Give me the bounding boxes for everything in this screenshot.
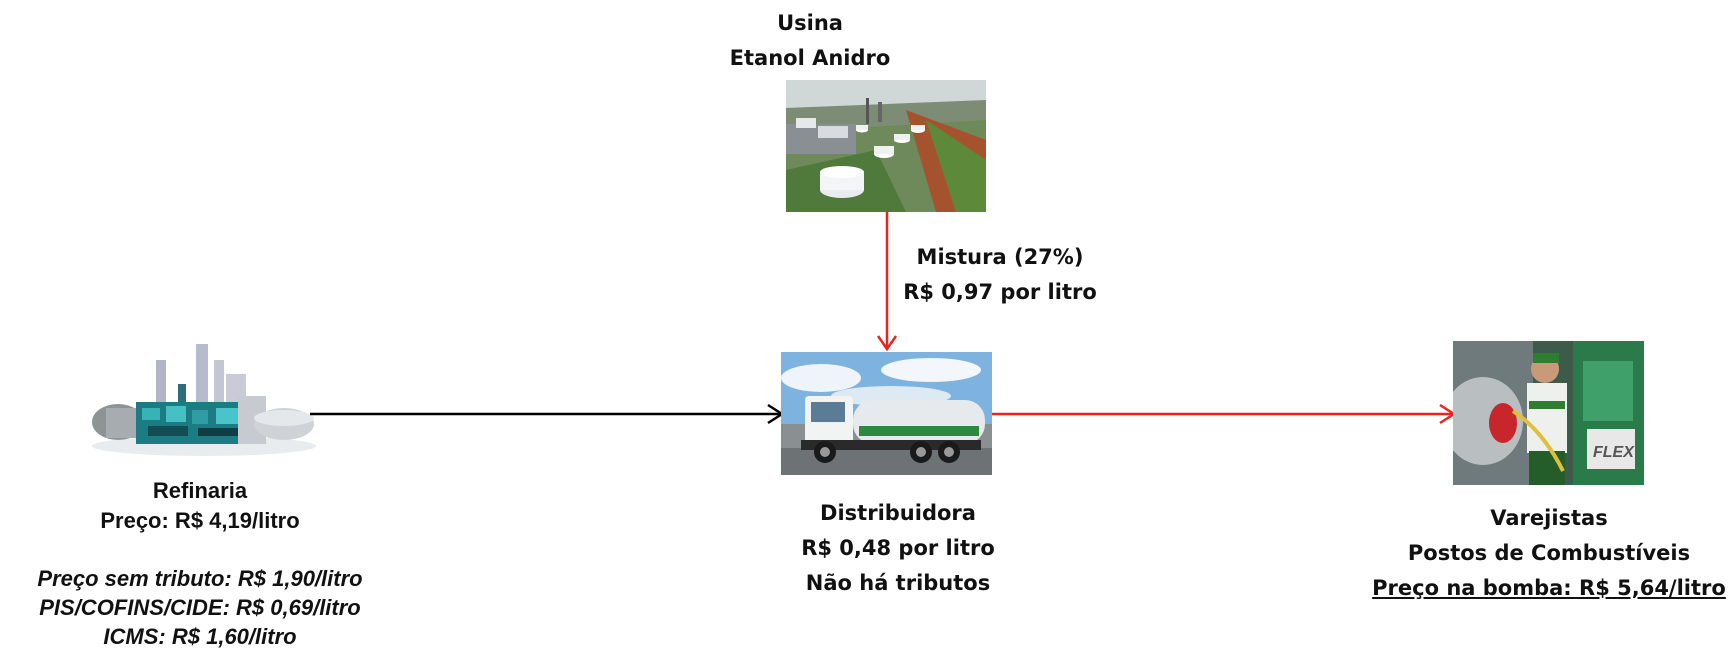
refinaria-icms: ICMS: R$ 1,60/litro bbox=[103, 624, 297, 649]
mistura-arrow bbox=[876, 212, 898, 352]
distribuidora-note: Não há tributos bbox=[805, 571, 991, 595]
refinaria-to-distribuidora-arrow bbox=[310, 403, 785, 425]
varejistas-subtitle: Postos de Combustíveis bbox=[1407, 541, 1691, 565]
refinaria-label: Refinaria Preço: R$ 4,19/litro bbox=[40, 476, 360, 536]
varejistas-pump-image: FLEX bbox=[1453, 341, 1644, 485]
usina-line2: Etanol Anidro bbox=[729, 46, 891, 70]
refinaria-details: Preço sem tributo: R$ 1,90/litro PIS/COF… bbox=[0, 564, 400, 651]
refinaria-price-sem-tributo: Preço sem tributo: R$ 1,90/litro bbox=[37, 566, 363, 591]
usina-title: Usina Etanol Anidro bbox=[700, 6, 920, 76]
varejistas-label: Varejistas Postos de Combustíveis Preço … bbox=[1369, 501, 1729, 606]
refinaria-image bbox=[92, 344, 316, 456]
usina-plant-image bbox=[786, 80, 986, 212]
distribuidora-truck-image bbox=[781, 352, 992, 475]
distribuidora-title: Distribuidora bbox=[820, 501, 976, 525]
mistura-line2: R$ 0,97 por litro bbox=[903, 280, 1097, 304]
distribuidora-to-varejistas-arrow bbox=[992, 403, 1457, 425]
usina-line1: Usina bbox=[777, 11, 843, 35]
varejistas-price: Preço na bomba: R$ 5,64/litro bbox=[1372, 576, 1726, 600]
refinaria-price: Preço: R$ 4,19/litro bbox=[100, 508, 300, 533]
distribuidora-price: R$ 0,48 por litro bbox=[801, 536, 995, 560]
refinaria-title: Refinaria bbox=[152, 478, 248, 503]
refinaria-pis-cofins-cide: PIS/COFINS/CIDE: R$ 0,69/litro bbox=[39, 595, 361, 620]
mistura-line1: Mistura (27%) bbox=[916, 245, 1084, 269]
varejistas-title: Varejistas bbox=[1490, 506, 1608, 530]
mistura-label: Mistura (27%) R$ 0,97 por litro bbox=[880, 240, 1120, 310]
pump-flex-logo: FLEX bbox=[1593, 444, 1635, 461]
distribuidora-label: Distribuidora R$ 0,48 por litro Não há t… bbox=[748, 496, 1048, 601]
